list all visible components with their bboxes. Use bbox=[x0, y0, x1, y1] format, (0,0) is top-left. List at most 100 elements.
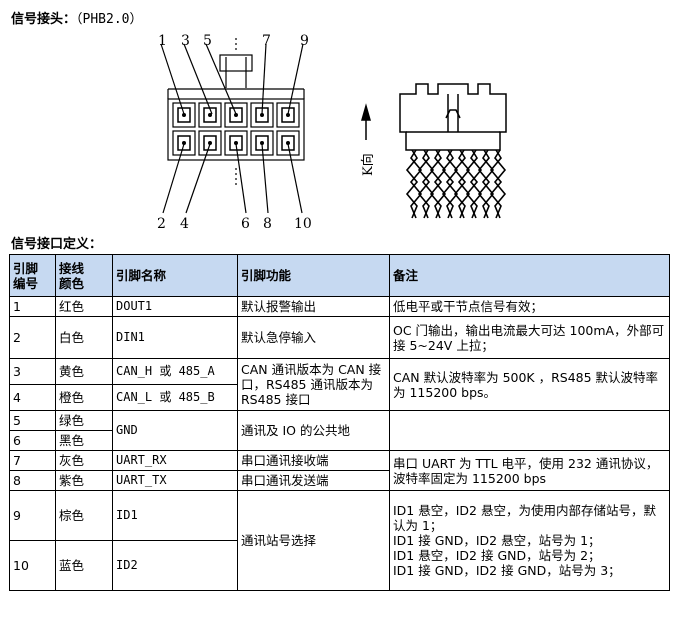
id-note: ID1 悬空，ID2 悬空，为使用内部存储站号，默认为 1； ID1 接 GND… bbox=[389, 490, 670, 591]
pin-name: ID1 bbox=[112, 490, 238, 541]
pin-label-top-5: 5 bbox=[203, 33, 212, 49]
pin-label-top-1: 1 bbox=[158, 33, 167, 49]
pin-definition-table: 引脚 编号 接线 颜色 引脚名称 引脚功能 备注 1 红色 DOUT1 默认报警… bbox=[9, 254, 670, 591]
id-function: 通讯站号选择 bbox=[237, 490, 390, 591]
table-row: 7 灰色 UART_RX 串口通讯接收端 串口 UART 为 TTL 电平，使用… bbox=[9, 450, 670, 491]
wire bbox=[469, 149, 483, 219]
wire bbox=[405, 149, 419, 219]
pin-label-top-3: 3 bbox=[181, 33, 190, 49]
pin-name: DOUT1 bbox=[112, 296, 238, 317]
pin-label-bottom-8: 8 bbox=[263, 216, 272, 232]
can-function: CAN 通讯版本为 CAN 接口，RS485 通讯版本为 RS485 接口 bbox=[237, 358, 390, 411]
table-header-row: 引脚 编号 接线 颜色 引脚名称 引脚功能 备注 bbox=[9, 254, 670, 297]
pin-cell bbox=[172, 102, 196, 128]
pin-cell bbox=[250, 102, 274, 128]
table-row: 2 白色 DIN1 默认急停输入 OC 门输出，输出电流最大可达 100mA，外… bbox=[9, 316, 670, 359]
table-row: 4 橙色 CAN_L 或 485_B bbox=[9, 384, 670, 411]
id-note-line: ID1 悬空，ID2 悬空，为使用内部存储站号，默认为 1； bbox=[393, 503, 656, 533]
interface-heading: 信号接口定义： bbox=[11, 237, 103, 252]
header-pin-function: 引脚功能 bbox=[237, 254, 390, 297]
pin-number: 5 bbox=[9, 410, 56, 431]
wire-color: 黑色 bbox=[55, 430, 113, 451]
pin-cell bbox=[224, 102, 248, 128]
table-row: 10 蓝色 ID2 bbox=[9, 540, 670, 591]
pin-name: CAN_H 或 485_A bbox=[112, 358, 238, 385]
id-note-line: ID1 悬空，ID2 接 GND，站号为 2； bbox=[393, 548, 601, 563]
pin-cell bbox=[224, 130, 248, 156]
gnd-function: 通讯及 IO 的公共地 bbox=[237, 410, 390, 451]
wire bbox=[465, 149, 479, 219]
header-pin-name: 引脚名称 bbox=[112, 254, 238, 297]
id-note-line: ID1 接 GND，ID2 悬空，站号为 1； bbox=[393, 533, 601, 548]
pin-name: CAN_L 或 485_B bbox=[112, 384, 238, 411]
wire-color: 绿色 bbox=[55, 410, 113, 431]
wire bbox=[477, 149, 491, 219]
header-notes: 备注 bbox=[389, 254, 670, 297]
wire bbox=[441, 149, 455, 219]
wire-color: 红色 bbox=[55, 296, 113, 317]
pin-label-top-7: 7 bbox=[262, 33, 271, 49]
can-note: CAN 默认波特率为 500K ，RS485 默认波特率为 115200 bps… bbox=[389, 358, 670, 411]
pin-label-bottom-6: 6 bbox=[241, 216, 250, 232]
wire-color: 灰色 bbox=[55, 450, 113, 471]
table-row: 3 黄色 CAN_H 或 485_A CAN 通讯版本为 CAN 接口，RS48… bbox=[9, 358, 670, 411]
pin-cell bbox=[198, 102, 222, 128]
pin-number: 1 bbox=[9, 296, 56, 317]
pin-function: 默认报警输出 bbox=[237, 296, 390, 317]
wire bbox=[421, 149, 435, 219]
pin-label-bottom-4: 4 bbox=[180, 216, 189, 232]
pin-number: 3 bbox=[9, 358, 56, 385]
wire bbox=[433, 149, 447, 219]
table-row: 5 绿色 GND 通讯及 IO 的公共地 bbox=[9, 410, 670, 451]
k-direction-label: K向 bbox=[360, 153, 376, 176]
wire bbox=[429, 149, 443, 219]
wire-color: 白色 bbox=[55, 316, 113, 359]
gnd-note bbox=[389, 410, 670, 451]
wire-color: 蓝色 bbox=[55, 540, 113, 591]
wire bbox=[453, 149, 467, 219]
wire bbox=[445, 149, 459, 219]
connector-heading-label: 信号接头： bbox=[11, 12, 77, 27]
uart-note: 串口 UART 为 TTL 电平，使用 232 通讯协议，波特率固定为 1152… bbox=[389, 450, 670, 491]
pin-name: DIN1 bbox=[112, 316, 238, 359]
pin-function: 默认急停输入 bbox=[237, 316, 390, 359]
pin-cell bbox=[276, 130, 300, 156]
pin-function: 串口通讯接收端 bbox=[237, 450, 390, 471]
pin-number: 8 bbox=[9, 470, 56, 491]
pin-number: 2 bbox=[9, 316, 56, 359]
pin-cell bbox=[250, 130, 274, 156]
connector-model: （PHB2.0） bbox=[76, 12, 143, 27]
header-pin-number: 引脚 编号 bbox=[9, 254, 56, 297]
pin-label-bottom-10: 10 bbox=[294, 216, 312, 232]
pin-number: 9 bbox=[9, 490, 56, 541]
gnd-name: GND bbox=[112, 410, 238, 451]
pin-name: UART_TX bbox=[112, 470, 238, 491]
pin-function: 串口通讯发送端 bbox=[237, 470, 390, 491]
wire bbox=[493, 149, 507, 219]
connector-heading: 信号接头：（PHB2.0） bbox=[11, 8, 142, 27]
wire bbox=[489, 149, 503, 219]
wire bbox=[409, 149, 423, 219]
table-row: 8 紫色 UART_TX 串口通讯发送端 bbox=[9, 470, 670, 491]
pin-name: UART_RX bbox=[112, 450, 238, 471]
header-wire-color: 接线 颜色 bbox=[55, 254, 113, 297]
table-row: 9 棕色 ID1 通讯站号选择 ID1 悬空，ID2 悬空，为使用内部存储站号，… bbox=[9, 490, 670, 591]
pin-note: 低电平或干节点信号有效； bbox=[389, 296, 670, 317]
id-note-line: ID1 接 GND，ID2 接 GND，站号为 3； bbox=[393, 563, 621, 578]
pin-number: 10 bbox=[9, 540, 56, 591]
connector-front-diagram: 1 3 5 7 9 2 4 6 8 10 bbox=[157, 33, 312, 232]
pin-label-bottom-2: 2 bbox=[157, 216, 166, 232]
wire-color: 橙色 bbox=[55, 384, 113, 411]
pin-number: 6 bbox=[9, 430, 56, 451]
pin-name: ID2 bbox=[112, 540, 238, 591]
pin-label-top-9: 9 bbox=[300, 33, 309, 49]
connector-side-diagram: K向 bbox=[360, 83, 507, 219]
wire-color: 黄色 bbox=[55, 358, 113, 385]
wire-color: 棕色 bbox=[55, 490, 113, 541]
wire bbox=[417, 149, 431, 219]
wire-color: 紫色 bbox=[55, 470, 113, 491]
wire bbox=[481, 149, 495, 219]
wire bbox=[457, 149, 471, 219]
pin-cell bbox=[172, 130, 196, 156]
table-row: 1 红色 DOUT1 默认报警输出 低电平或干节点信号有效； bbox=[9, 296, 670, 317]
